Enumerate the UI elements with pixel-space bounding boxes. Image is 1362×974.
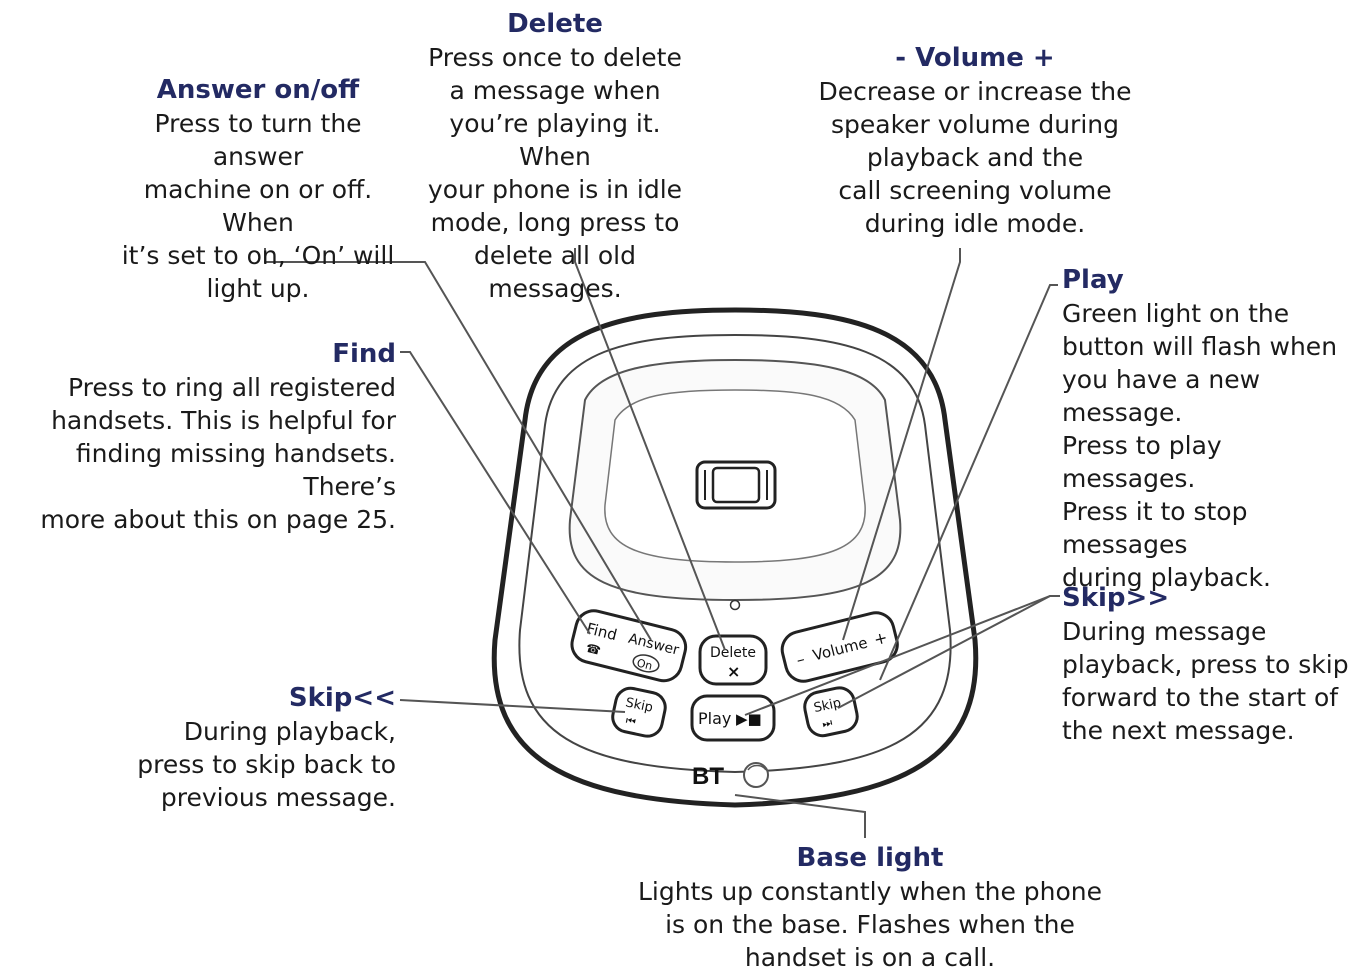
- skip-back-callout: Skip<< During playback, press to skip ba…: [100, 682, 396, 814]
- play-callout-title: Play: [1062, 265, 1124, 295]
- base-light-leader-line: [734, 794, 866, 838]
- bt-globe-icon: [743, 762, 769, 788]
- base-light-callout-title: Base light: [796, 843, 944, 873]
- phone-icon: ☎: [584, 641, 602, 658]
- base-light-callout-text: Lights up constantly when the phone is o…: [637, 877, 1103, 972]
- find-callout-title: Find: [332, 339, 396, 369]
- skip-back-label: Skip: [624, 695, 654, 715]
- skip-forward-callout-title: Skip>>: [1062, 583, 1170, 613]
- find-leader-line: [400, 351, 591, 635]
- answer-callout-title: Answer on/off: [156, 75, 360, 105]
- delete-callout-text: Press once to delete a message when you’…: [427, 43, 683, 303]
- rewind-icon: ⏮: [625, 714, 637, 729]
- skip-back-button[interactable]: Skip ⏮: [610, 685, 668, 738]
- play-skip-leader-line: [744, 595, 1060, 716]
- play-callout-text: Green light on the button will flash whe…: [1062, 299, 1338, 592]
- volume-callout: - Volume + Decrease or increase the spea…: [815, 42, 1135, 240]
- volume-leader-line: [842, 248, 961, 641]
- charging-contacts: [695, 460, 777, 510]
- volume-callout-text: Decrease or increase the speaker volume …: [818, 77, 1132, 238]
- play-leader-line: [879, 284, 1058, 681]
- volume-button[interactable]: – Volume +: [778, 609, 901, 685]
- delete-button[interactable]: Delete ×: [698, 634, 768, 686]
- find-answer-button[interactable]: Find ☎ Answer On: [568, 607, 689, 685]
- delete-leader-line: [574, 248, 726, 651]
- phone-base: Find ☎ Answer On Delete × – Volume + Ski…: [491, 307, 979, 808]
- skip-back-callout-title: Skip<<: [288, 683, 396, 713]
- delete-callout-title: Delete: [507, 9, 603, 39]
- bt-logo: BT: [692, 762, 769, 790]
- answer-callout-text: Press to turn the answer machine on or o…: [121, 109, 395, 303]
- skip-back-callout-text: During playback, press to skip back to p…: [137, 717, 396, 812]
- delete-callout: Delete Press once to delete a message wh…: [410, 8, 700, 305]
- on-indicator-label: On: [635, 656, 653, 672]
- skip-forward-button[interactable]: Skip ⏭: [802, 685, 860, 738]
- base-light-callout: Base light Lights up constantly when the…: [610, 842, 1130, 974]
- play-stop-icon: ▶■: [736, 710, 762, 728]
- base-light-indicator: [729, 599, 741, 611]
- fast-forward-icon: ⏭: [821, 716, 833, 731]
- answer-callout: Answer on/off Press to turn the answer m…: [108, 74, 408, 305]
- delete-x-icon: ×: [727, 662, 740, 681]
- play-button-label: Play: [698, 709, 731, 728]
- bt-brand-text: BT: [692, 763, 724, 790]
- volume-plus-icon: +: [872, 628, 890, 650]
- answer-leader-line: [264, 248, 652, 641]
- play-button[interactable]: Play ▶■: [690, 694, 776, 742]
- skip-forward-callout-text: During message playback, press to skip f…: [1062, 617, 1349, 745]
- delete-button-label: Delete: [710, 645, 756, 661]
- find-callout: Find Press to ring all registered handse…: [6, 338, 396, 536]
- play-callout: Play Green light on the button will flas…: [1062, 264, 1358, 594]
- find-callout-text: Press to ring all registered handsets. T…: [40, 373, 396, 534]
- skip-back-leader-line: [399, 699, 626, 713]
- leader-lines: [264, 248, 1060, 838]
- skip-forward-label: Skip: [812, 696, 842, 716]
- volume-callout-title: - Volume +: [895, 43, 1055, 73]
- skip-forward-callout: Skip>> During message playback, press to…: [1062, 582, 1358, 747]
